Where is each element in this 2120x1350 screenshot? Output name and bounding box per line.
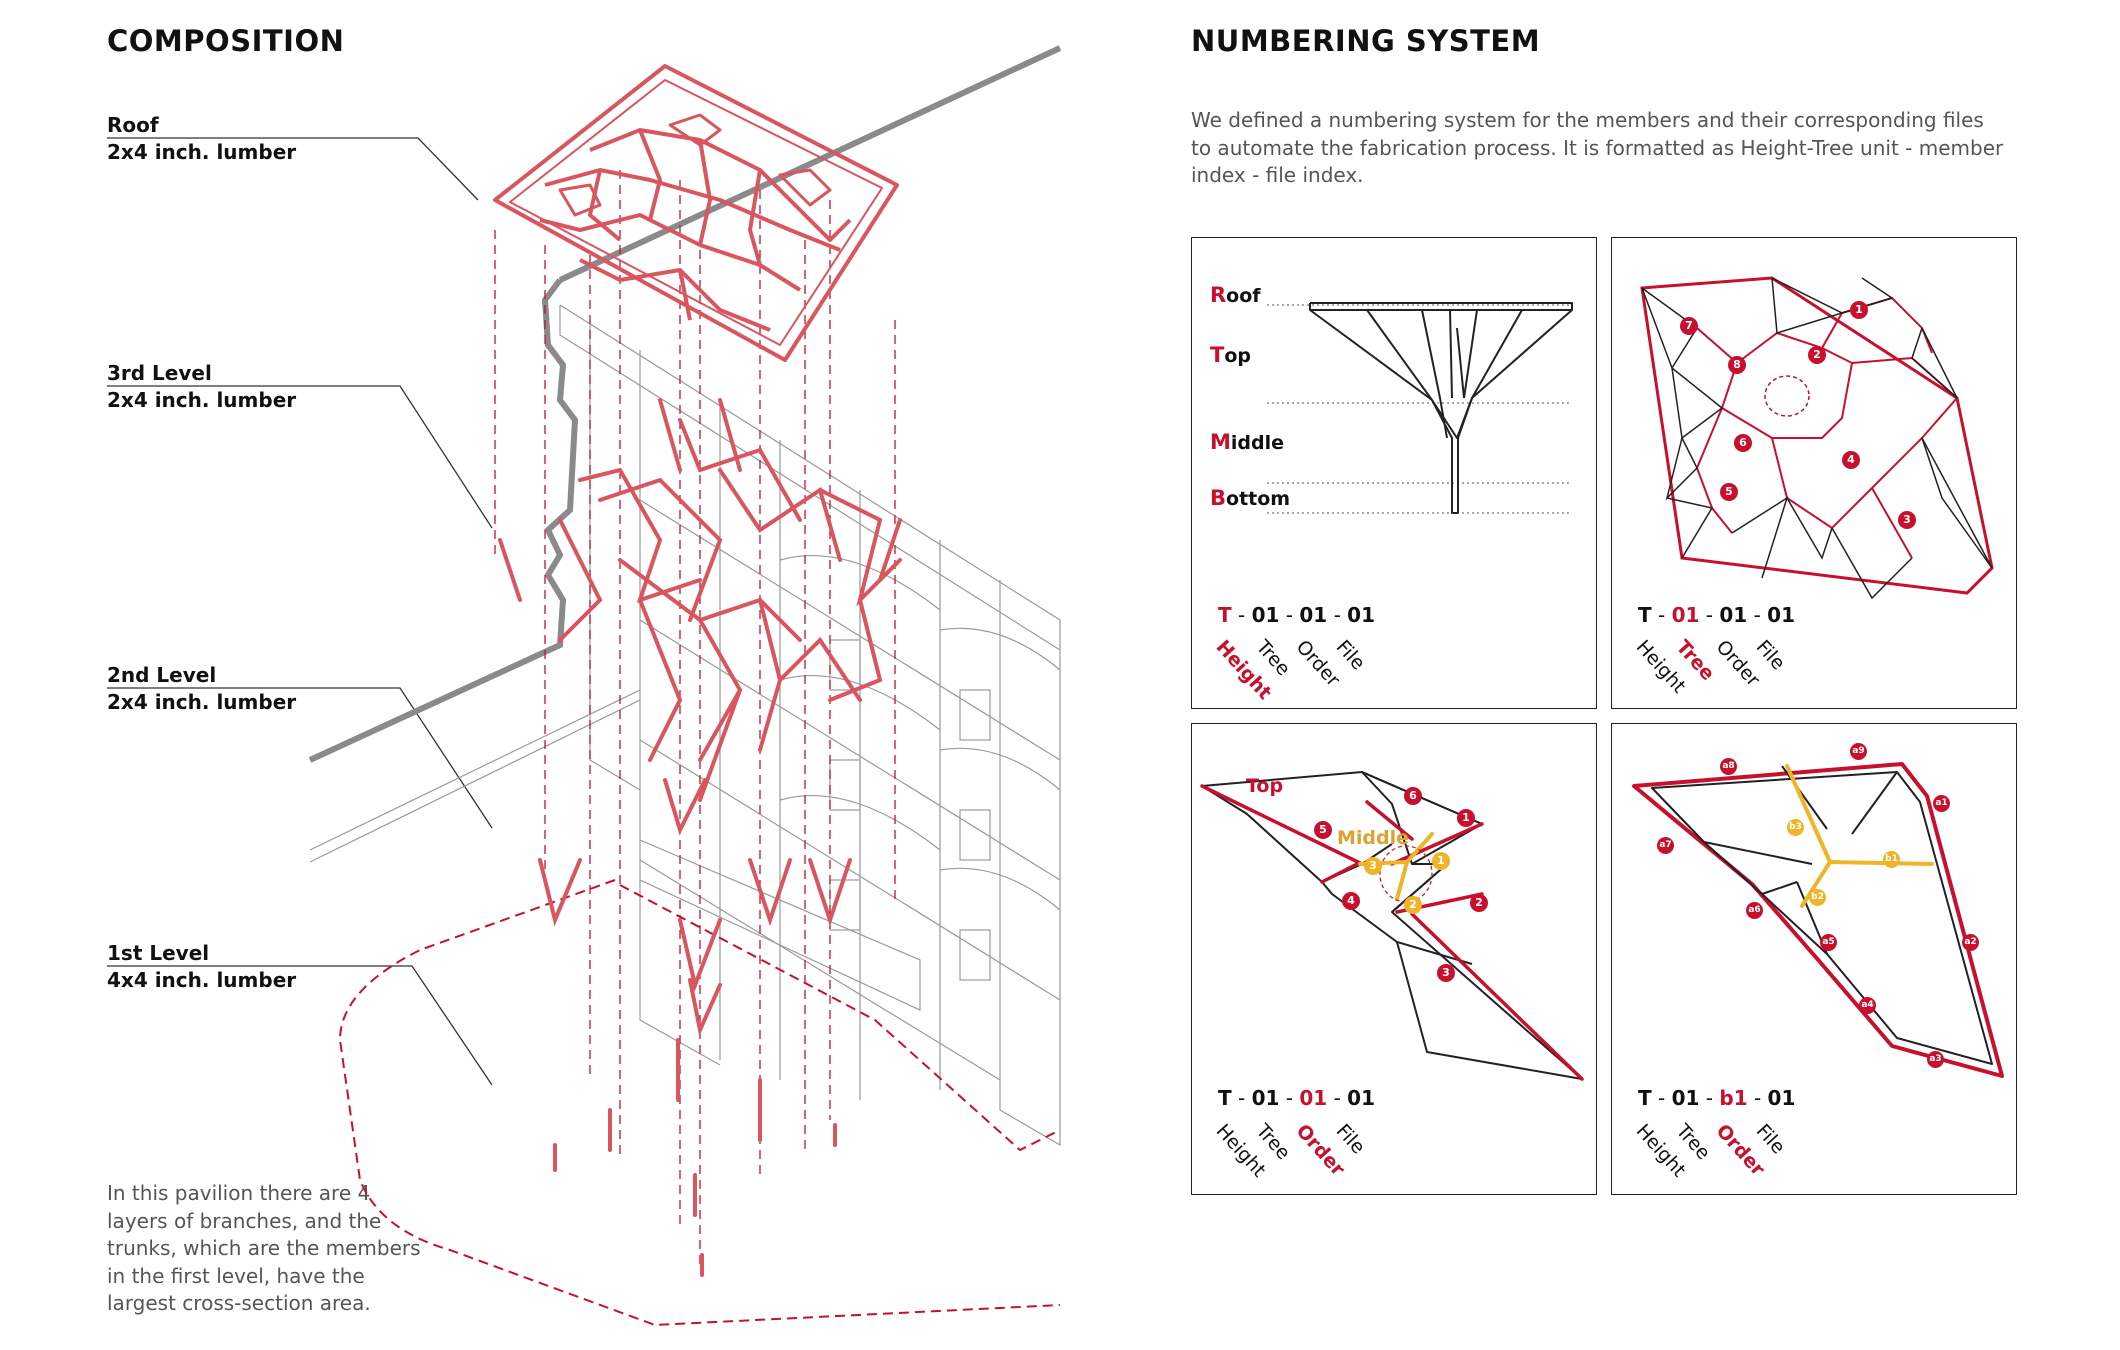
level-top: Top xyxy=(1210,343,1251,367)
marker-5: 5 xyxy=(1720,483,1738,501)
layer-material: 4x4 inch. lumber xyxy=(107,968,297,992)
numbering-intro: We defined a numbering system for the me… xyxy=(1191,108,2004,187)
layer-name: 3rd Level xyxy=(107,361,212,385)
file-marker-a3: a3 xyxy=(1927,1051,1944,1068)
order-marker-1: 1 xyxy=(1457,809,1475,827)
layer-1st-label: 1st Level 4x4 inch. lumber xyxy=(107,940,296,994)
order-marker-5: 5 xyxy=(1314,821,1332,839)
tree-plan-diagram xyxy=(1640,276,1994,600)
order-marker-y1: 1 xyxy=(1432,852,1450,870)
code-height: T - 01 - 01 - 01 xyxy=(1218,603,1375,627)
projection-lines xyxy=(494,170,896,1270)
panel-order: Top Middle 1 2 3 4 5 6 1 2 3 T - 01 - 01… xyxy=(1191,723,1597,1195)
site-outline xyxy=(338,879,1061,1327)
file-marker-a1: a1 xyxy=(1933,795,1950,812)
order-marker-3: 3 xyxy=(1437,964,1455,982)
branch-file-diagram xyxy=(1632,762,2004,1078)
leader-roof xyxy=(107,137,479,201)
file-marker-a2: a2 xyxy=(1962,934,1979,951)
layer-name: Roof xyxy=(107,113,159,137)
panel-file: a1 a2 a3 a4 a5 a6 a7 a8 a9 b1 b2 b3 T - … xyxy=(1611,723,2017,1195)
layer-material: 2x4 inch. lumber xyxy=(107,690,297,714)
marker-8: 8 xyxy=(1728,356,1746,374)
order-marker-y3: 3 xyxy=(1364,857,1382,875)
marker-1: 1 xyxy=(1850,301,1868,319)
roof-structure xyxy=(493,64,899,362)
label-middle: Middle xyxy=(1337,827,1410,849)
layer-roof-label: Roof 2x4 inch. lumber xyxy=(107,112,296,166)
level-bottom: Bottom xyxy=(1210,486,1291,510)
order-marker-y2: 2 xyxy=(1404,896,1422,914)
layer-3rd-label: 3rd Level 2x4 inch. lumber xyxy=(107,360,296,414)
code-file: T - 01 - b1 - 01 xyxy=(1638,1086,1796,1110)
layer-name: 1st Level xyxy=(107,941,210,965)
leader-1st xyxy=(107,965,493,1086)
file-marker-b1: b1 xyxy=(1883,851,1900,868)
layer-name: 2nd Level xyxy=(107,663,217,687)
panel-tree: 1 2 3 4 5 6 7 8 T - 01 - 01 - 01 Height … xyxy=(1611,237,2017,709)
trunk-structure xyxy=(538,778,852,1277)
boundary-wall xyxy=(308,45,1062,763)
tree-elevation-diagram xyxy=(1267,302,1573,514)
panel-height: Roof Top Middle Bottom T - 01 - 01 - 01 … xyxy=(1191,237,1597,709)
file-marker-a5: a5 xyxy=(1820,934,1837,951)
branch-structure xyxy=(498,398,902,802)
file-marker-b3: b3 xyxy=(1787,819,1804,836)
file-marker-a9: a9 xyxy=(1850,743,1867,760)
label-top: Top xyxy=(1246,775,1284,797)
composition-title: COMPOSITION xyxy=(107,24,345,58)
code-order: T - 01 - 01 - 01 xyxy=(1218,1086,1375,1110)
marker-7: 7 xyxy=(1680,317,1698,335)
leader-2nd xyxy=(107,687,493,829)
leader-lines xyxy=(107,137,493,1086)
file-marker-a8: a8 xyxy=(1720,758,1737,775)
layer-2nd-label: 2nd Level 2x4 inch. lumber xyxy=(107,662,296,716)
order-marker-6: 6 xyxy=(1404,787,1422,805)
composition-description: In this pavilion there are 4 layers of b… xyxy=(107,1181,421,1315)
order-marker-4: 4 xyxy=(1342,892,1360,910)
numbering-title: NUMBERING SYSTEM xyxy=(1191,24,1541,58)
file-marker-a4: a4 xyxy=(1859,997,1876,1014)
level-middle: Middle xyxy=(1210,430,1285,454)
marker-6: 6 xyxy=(1734,434,1752,452)
marker-2: 2 xyxy=(1808,346,1826,364)
code-tree: T - 01 - 01 - 01 xyxy=(1638,603,1795,627)
layer-material: 2x4 inch. lumber xyxy=(107,388,297,412)
marker-3: 3 xyxy=(1898,511,1916,529)
order-marker-2: 2 xyxy=(1470,894,1488,912)
file-marker-b2: b2 xyxy=(1809,889,1826,906)
marker-4: 4 xyxy=(1842,451,1860,469)
layer-material: 2x4 inch. lumber xyxy=(107,140,297,164)
level-roof: Roof xyxy=(1210,283,1261,307)
leader-3rd xyxy=(107,385,493,529)
file-marker-a6: a6 xyxy=(1746,902,1763,919)
file-marker-a7: a7 xyxy=(1657,837,1674,854)
